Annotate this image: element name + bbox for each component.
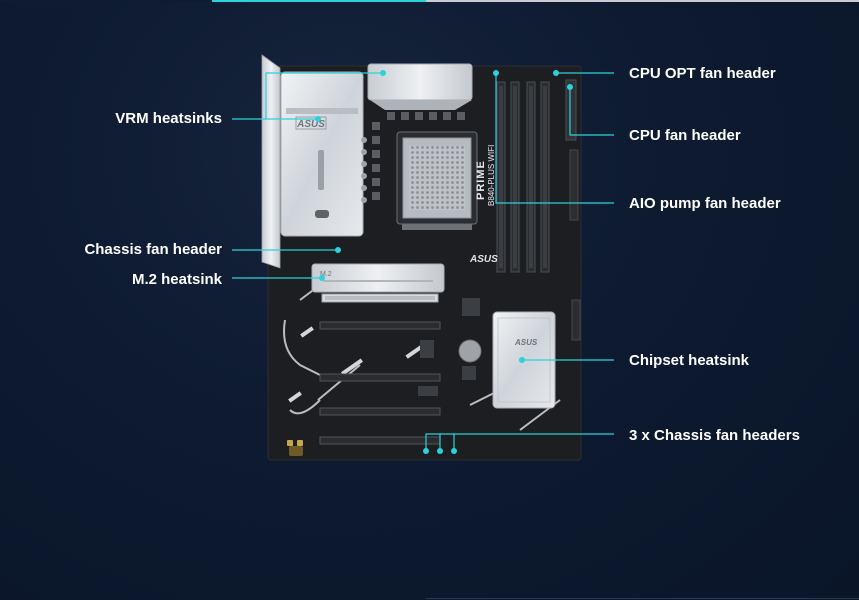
board-model-name: PRIME	[475, 160, 487, 200]
m2-heatsink	[311, 263, 445, 293]
m2-heatsink-label: M.2	[320, 271, 332, 278]
label-cpu-opt-fan-header: CPU OPT fan header	[629, 65, 776, 82]
bottom-divider	[426, 598, 859, 599]
top-bar-light-segment	[426, 0, 859, 2]
board-model-number: B840-PLUS WIFI	[487, 145, 496, 206]
vrm-heatsink-top	[367, 63, 473, 101]
vrm-brand-logo: ASUS	[296, 119, 325, 130]
chipset-brand-logo: ASUS	[514, 338, 538, 347]
label-aio-pump-fan-header: AIO pump fan header	[629, 195, 781, 212]
top-bar-accent-segment	[212, 0, 426, 2]
label-chipset-heatsink: Chipset heatsink	[629, 352, 750, 369]
io-shroud	[261, 54, 281, 269]
label-vrm-heatsinks: VRM heatsinks	[115, 110, 222, 127]
top-progress-bar	[0, 0, 859, 2]
board-brand-logo: ASUS	[469, 254, 498, 265]
label-m2-heatsink: M.2 heatsink	[131, 271, 222, 288]
label-cpu-fan-header: CPU fan header	[629, 127, 741, 144]
ram-slots	[496, 81, 550, 273]
label-chassis-fan-header: Chassis fan header	[84, 241, 222, 258]
label-chassis-fan-headers-x3: 3 x Chassis fan headers	[629, 427, 800, 444]
